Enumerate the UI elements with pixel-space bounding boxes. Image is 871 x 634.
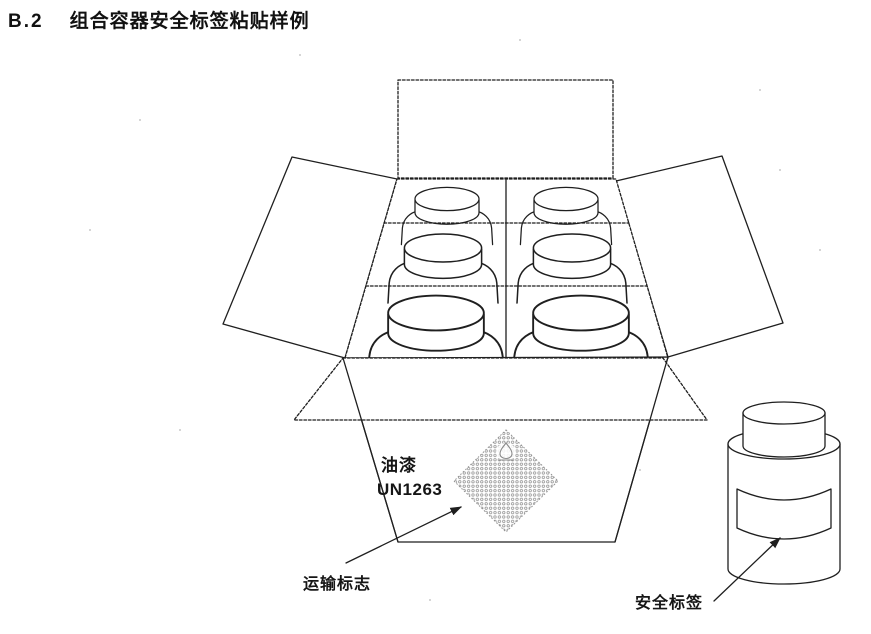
jar-cap-side: [742, 412, 826, 458]
proper-shipping-name: 油漆: [381, 455, 417, 475]
figure-title: 组合容器安全标签粘贴样例: [69, 11, 310, 32]
transport-mark-callout: 运输标志: [303, 506, 463, 593]
figure-heading: B.2 组合容器安全标签粘贴样例: [8, 6, 310, 33]
safety-callout-arrow: [713, 537, 781, 602]
open-combination-box: [222, 79, 784, 543]
transport-callout-arrow: [345, 506, 463, 564]
box-right-edge: [614, 356, 669, 543]
hazard-diamond-label: [453, 429, 559, 533]
flame-icon: [499, 442, 513, 461]
safety-label-callout: 安全标签: [635, 537, 781, 612]
un-number: UN1263: [377, 480, 442, 499]
box-back-flap: [397, 79, 614, 179]
safety-label-band: [736, 488, 832, 540]
transport-callout-label: 运输标志: [303, 574, 371, 593]
safety-callout-label: 安全标签: [635, 593, 703, 612]
figure-number: B.2: [8, 11, 44, 32]
box-partitions: [365, 179, 648, 358]
jar-cap-top: [742, 401, 826, 425]
transport-mark: 油漆 UN1263: [377, 429, 559, 533]
box-left-edge: [342, 357, 399, 543]
box-front-flap: [293, 357, 708, 421]
single-container: [727, 401, 841, 585]
